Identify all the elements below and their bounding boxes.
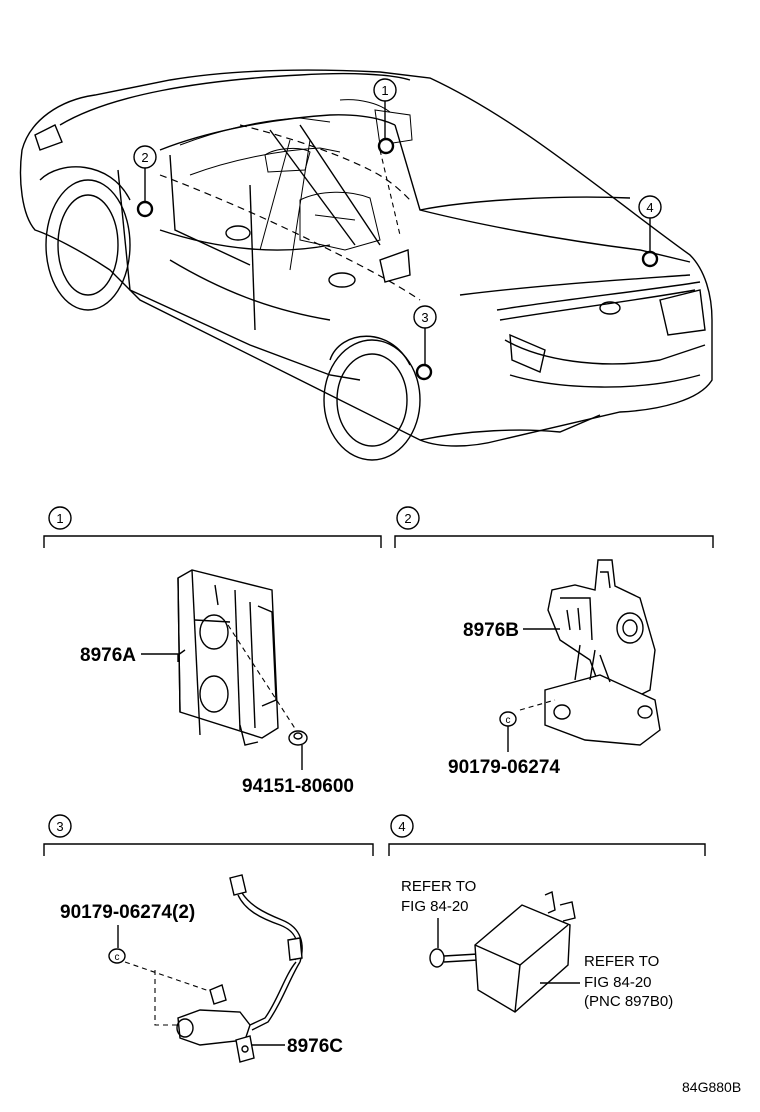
section-1-bracket: [43, 535, 382, 548]
svg-text:1: 1: [381, 83, 388, 98]
section-4-bracket: [388, 843, 706, 856]
svg-text:2: 2: [141, 150, 148, 165]
svg-text:c: c: [506, 715, 511, 726]
callout-4: 4: [638, 195, 662, 268]
svg-text:c: c: [115, 952, 120, 963]
section-3: 3 90179-06274(2) c 8976C: [43, 814, 374, 1063]
section-1: 1 8976A 94151-80600: [43, 506, 382, 797]
nut-94151-80600-drawing: [288, 730, 308, 770]
section-1-number-circle: [48, 506, 72, 530]
part-number-90179-06274: 90179-06274: [448, 757, 560, 778]
callout-2: 2: [133, 145, 157, 218]
diagram-code: 84G880B: [682, 1079, 741, 1095]
callout-3: 3: [413, 305, 437, 381]
section-2-number-circle: [396, 506, 420, 530]
refer-fig-label-2: FIG 84-20: [584, 974, 652, 991]
bolt-section-4-drawing: [429, 948, 479, 968]
section-2-number: 2: [404, 511, 411, 526]
section-2-bracket: [394, 535, 714, 548]
refer-to-label-2: REFER TO: [584, 953, 659, 970]
section-4-number: 4: [398, 819, 405, 834]
screw-section-3-drawing: [108, 948, 126, 964]
ecu-8976A-drawing: [177, 569, 279, 746]
actuator-8976B-drawing: [544, 559, 661, 746]
section-4: 4 REFER TO FIG 84-20 REFER TO FIG 84-20 …: [388, 814, 706, 1013]
part-number-8976C: 8976C: [287, 1036, 343, 1057]
section-3-bracket: [43, 843, 374, 856]
section-3-number: 3: [56, 819, 63, 834]
part-number-90179-06274-x2: 90179-06274(2): [60, 902, 195, 923]
section-4-number-circle: [390, 814, 414, 838]
relay-box-drawing: [474, 891, 576, 1013]
screw-90179-06274-drawing: c: [499, 711, 517, 752]
section-1-number: 1: [56, 511, 63, 526]
refer-to-label-1: REFER TO: [401, 878, 476, 895]
part-number-94151-80600: 94151-80600: [242, 776, 354, 797]
car-illustration: [19, 69, 713, 461]
callout-1: 1: [373, 78, 397, 155]
refer-fig-label-1: FIG 84-20: [401, 898, 469, 915]
refer-pnc-label: (PNC 897B0): [584, 993, 673, 1010]
part-number-8976A: 8976A: [80, 645, 136, 666]
sensor-8976C-drawing: [176, 874, 303, 1063]
svg-text:3: 3: [421, 310, 428, 325]
section-2: 2 c 8976B 90179-06274: [394, 506, 714, 778]
part-number-8976B: 8976B: [463, 620, 519, 641]
section-3-number-circle: [48, 814, 72, 838]
svg-text:4: 4: [646, 200, 653, 215]
